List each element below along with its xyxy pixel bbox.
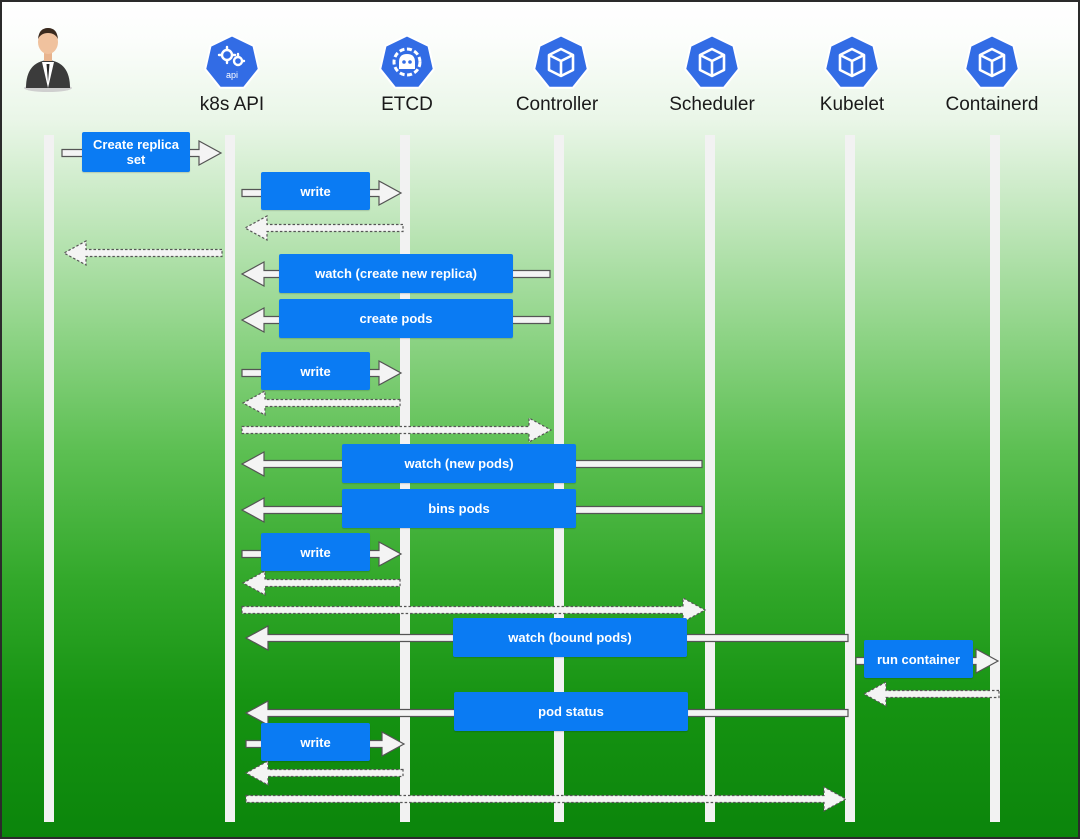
message-label-bins-pods: bins pods [342,489,576,528]
message-label-watch-bound-pods: watch (bound pods) [453,618,687,657]
actor-label-etcd: ETCD [381,94,433,115]
person-icon [24,28,72,92]
return-arrow-api-to-scheduler [241,596,707,624]
actor-label-k8s-api: k8s API [199,94,265,115]
return-arrow-api-to-controller [241,416,553,444]
message-label-write: write [261,533,370,571]
message-label-run-container: run container [864,640,973,678]
lifeline-scheduler [705,135,715,822]
message-label-create-pods: create pods [279,299,513,338]
actor-label-scheduler: Scheduler [669,94,755,115]
k8s-cube-icon [684,34,740,89]
lifeline-user [44,135,54,822]
k8s-etcd-icon [379,34,435,89]
lifeline-api [225,135,235,822]
k8s-cube-icon [533,34,589,89]
k8s-cube-icon [824,34,880,89]
return-arrow-containerd-to-kubelet [862,680,1000,708]
message-label-write: write [261,723,370,761]
message-label-create-replica-set: Create replica set [82,132,190,172]
lifeline-containerd [990,135,1000,822]
actor-label-kubelet: Kubelet [819,94,885,115]
k8s-cube-icon [964,34,1020,89]
message-label-write: write [261,352,370,390]
actor-label-controller: Controller [515,94,599,115]
message-label-pod-status: pod status [454,692,688,731]
message-label-watch-new-pods: watch (new pods) [342,444,576,483]
return-arrow-etcd-to-api [241,389,401,417]
return-arrow-etcd-to-api [244,759,404,787]
message-label-write: write [261,172,370,210]
actor-label-containerd: Containerd [945,94,1039,115]
lifeline-kubelet [845,135,855,822]
return-arrow-etcd-to-api [243,214,404,242]
svg-text:api: api [226,70,238,80]
message-label-watch-create-new-replica: watch (create new replica) [279,254,513,293]
k8s-api-icon: api [204,34,260,89]
return-arrow-etcd-to-api [241,569,401,597]
return-arrow-api-to-kubelet [245,785,848,813]
return-arrow-api-to-user [62,239,223,267]
